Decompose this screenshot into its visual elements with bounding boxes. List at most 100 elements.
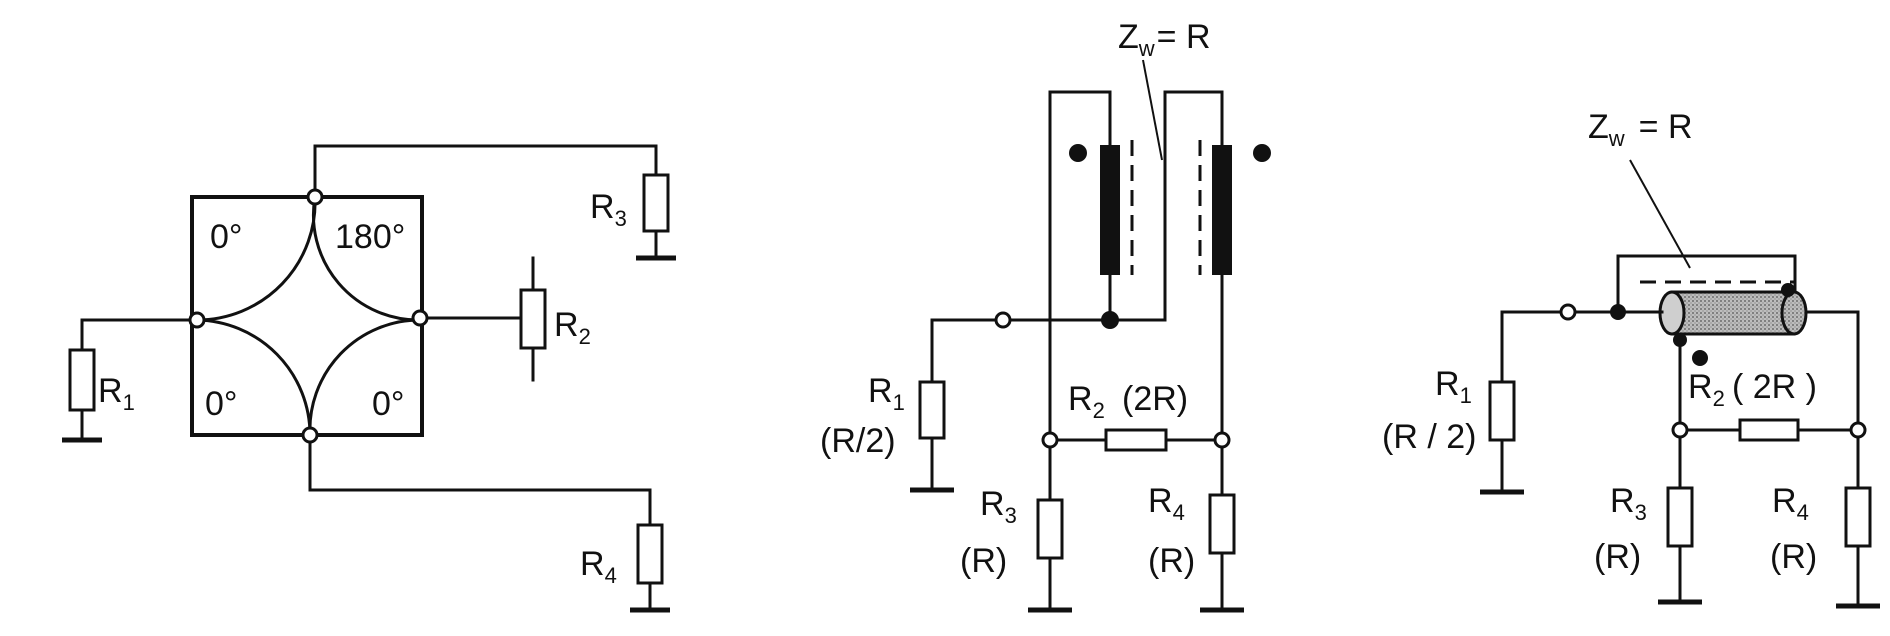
node-bottom	[301, 426, 319, 444]
wire-r4	[308, 433, 652, 527]
r2-sub: 2	[1093, 398, 1105, 423]
r3-sub: 3	[615, 206, 627, 231]
svg-text:R3: R3	[980, 485, 1017, 528]
r1-sub: 1	[1460, 383, 1472, 408]
r3-label: R	[980, 485, 1005, 523]
port-label-top-right: 180°	[335, 218, 405, 256]
svg-text:R2: R2	[1688, 368, 1725, 411]
r2-label: R	[554, 306, 579, 344]
wire-output	[1804, 310, 1860, 432]
r1-value: (R / 2)	[1382, 418, 1476, 456]
r3-sub: 3	[1635, 500, 1647, 525]
r4-value: (R)	[1770, 538, 1817, 576]
resistor-r1	[68, 348, 96, 412]
r4-label: R	[1148, 482, 1173, 520]
wire-r3	[313, 144, 658, 199]
r4-label: R	[580, 545, 605, 583]
resistor-r2	[1738, 418, 1800, 442]
resistor-r3	[642, 173, 670, 233]
r1-label: R	[1435, 365, 1460, 403]
r2-value: ( 2R )	[1732, 368, 1817, 406]
zw-sub: w	[1138, 36, 1155, 61]
wire-shield-top	[1616, 254, 1797, 314]
svg-text:R3: R3	[1610, 482, 1647, 525]
zw-pointer	[1142, 59, 1163, 161]
port-label-top-left: 0°	[210, 218, 243, 256]
svg-text:R4: R4	[580, 545, 617, 588]
resistor-r2	[519, 288, 547, 350]
node-r3	[1041, 431, 1059, 449]
r1-sub: 1	[893, 390, 905, 415]
node-top	[306, 188, 324, 206]
r1-label: R	[98, 372, 123, 410]
transformer-circuit: Zw= R R1 (R/2) R2 (2R) R3 (R) R4 (R)	[820, 18, 1271, 613]
svg-text:Zw= R: Zw = R	[1588, 108, 1693, 151]
polarity-dot-left	[1069, 144, 1087, 162]
junction-dot	[1101, 311, 1119, 329]
r3-label: R	[590, 188, 615, 226]
wire-r1	[80, 318, 199, 352]
node-r4	[1849, 421, 1867, 439]
svg-text:R2: R2	[554, 306, 591, 349]
svg-text:Zw= R: Zw= R	[1118, 18, 1211, 61]
r2-sub: 2	[1713, 386, 1725, 411]
resistor-r2	[1104, 428, 1168, 452]
coax-circuit: Zw= R R1 (R / 2)	[1382, 108, 1880, 609]
coax-line	[1670, 290, 1796, 336]
arc-top-right	[311, 195, 422, 322]
resistor-r3	[1036, 498, 1064, 560]
winding-left	[1100, 145, 1120, 275]
port-label-bottom-left: 0°	[205, 385, 238, 423]
r2-value: (2R)	[1122, 380, 1188, 418]
arc-bottom-right	[308, 318, 422, 437]
r4-sub: 4	[605, 563, 617, 588]
r3-value: (R)	[960, 542, 1007, 580]
svg-text:R4: R4	[1772, 482, 1809, 525]
zw-label: Z	[1118, 18, 1139, 56]
resistor-r1	[918, 380, 946, 440]
input-terminal	[1559, 303, 1577, 321]
r4-label: R	[1772, 482, 1797, 520]
r4-sub: 4	[1797, 500, 1809, 525]
zw-label: Z	[1588, 108, 1609, 146]
wire-input	[930, 318, 1005, 384]
svg-text:R3: R3	[590, 188, 627, 231]
resistor-r4	[1844, 486, 1872, 548]
junction-dot	[1610, 304, 1626, 320]
node-r4	[1213, 431, 1231, 449]
r1-label: R	[868, 372, 893, 410]
zw-value: = R	[1157, 18, 1211, 56]
input-terminal	[994, 311, 1012, 329]
node-right	[411, 309, 429, 327]
arc-bottom-left	[195, 318, 312, 437]
r3-value: (R)	[1594, 538, 1641, 576]
svg-text:R1: R1	[98, 372, 135, 415]
r2-label: R	[1068, 380, 1093, 418]
resistor-r4	[636, 523, 664, 585]
r4-value: (R)	[1148, 542, 1195, 580]
r1-value: (R/2)	[820, 422, 896, 460]
resistor-r3	[1666, 486, 1694, 548]
node-left	[188, 311, 206, 329]
r3-sub: 3	[1005, 503, 1017, 528]
wire-input	[1500, 310, 1570, 384]
polarity-dot-right	[1253, 144, 1271, 162]
hybrid-ring-circuit: R1 R3 R2 R4 0° 180° 0° 0°	[62, 144, 676, 613]
svg-text:R2: R2	[1068, 380, 1105, 423]
r2-label: R	[1688, 368, 1713, 406]
node-r3	[1671, 421, 1689, 439]
polarity-dot	[1692, 350, 1708, 366]
winding-right	[1212, 145, 1232, 275]
r1-sub: 1	[123, 390, 135, 415]
svg-text:R1: R1	[1435, 365, 1472, 408]
svg-text:R4: R4	[1148, 482, 1185, 525]
resistor-r1	[1488, 380, 1516, 442]
zw-value: = R	[1639, 108, 1693, 146]
resistor-r4	[1208, 493, 1236, 555]
r2-sub: 2	[579, 324, 591, 349]
zw-sub: w	[1608, 126, 1625, 151]
arc-top-left	[195, 195, 317, 322]
r4-sub: 4	[1173, 500, 1185, 525]
zw-pointer	[1629, 159, 1691, 269]
